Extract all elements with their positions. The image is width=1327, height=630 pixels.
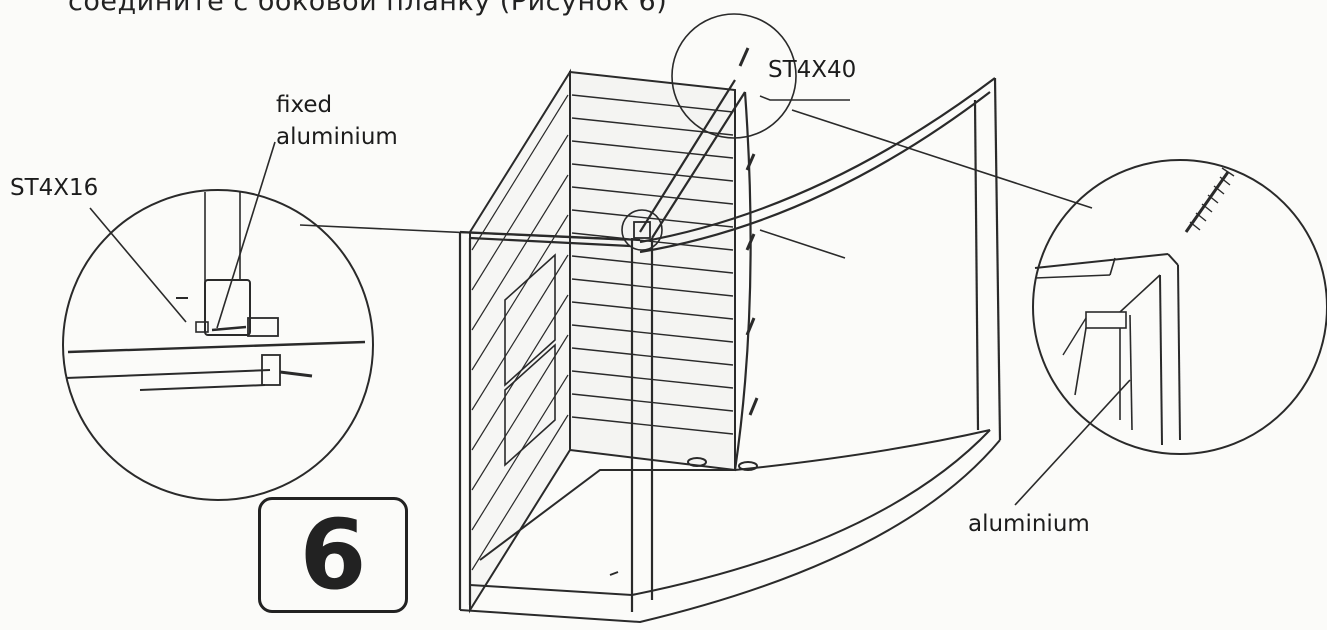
- side-wall-panels: [504, 253, 556, 467]
- curved-doors: [639, 77, 1002, 471]
- shower-tray: [459, 429, 1001, 624]
- screw-st4x40-label: ST4X40: [768, 57, 857, 83]
- front-left-frame: [458, 230, 654, 612]
- instruction-heading: соедините с боковой планку (Рисунок 6): [68, 0, 668, 17]
- aluminium-label: aluminium: [968, 511, 1090, 537]
- fixed-label: fixed: [276, 92, 333, 118]
- right-detail-circle: [1032, 159, 1327, 455]
- support-bar: [639, 79, 746, 239]
- top-detail-marker: [671, 13, 797, 139]
- screw-st4x16-label: ST4X16: [10, 175, 99, 201]
- left-detail-circle: [62, 189, 374, 501]
- fixed-aluminium-label: aluminium: [276, 124, 398, 150]
- screw-marks: [738, 47, 759, 416]
- step-number: 6: [299, 499, 367, 611]
- corner-joint-marker: [621, 209, 663, 251]
- step-number-box: 6: [258, 497, 408, 613]
- back-wall-left: [469, 68, 736, 614]
